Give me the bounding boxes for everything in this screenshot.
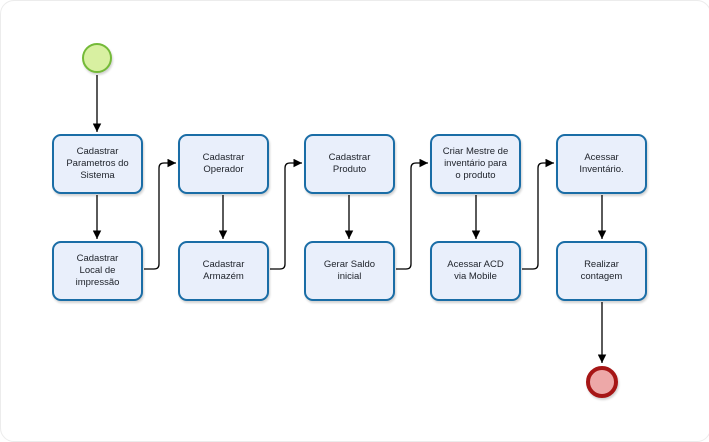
task-node: Criar Mestre de inventário para o produt… [430, 134, 521, 194]
end-event [586, 366, 618, 398]
start-event [82, 43, 112, 73]
task-node: Cadastrar Armazém [178, 241, 269, 301]
flow-arrow [396, 158, 428, 270]
flow-arrow [522, 158, 554, 270]
task-node: Gerar Saldo inicial [304, 241, 395, 301]
flow-arrow [270, 158, 302, 270]
task-node: Cadastrar Operador [178, 134, 269, 194]
task-node: Cadastrar Local de impressão [52, 241, 143, 301]
task-node: Cadastrar Produto [304, 134, 395, 194]
flow-arrow [144, 158, 176, 270]
task-node: Realizar contagem [556, 241, 647, 301]
task-node: Acessar Inventário. [556, 134, 647, 194]
task-node: Acessar ACD via Mobile [430, 241, 521, 301]
task-node: Cadastrar Parametros do Sistema [52, 134, 143, 194]
